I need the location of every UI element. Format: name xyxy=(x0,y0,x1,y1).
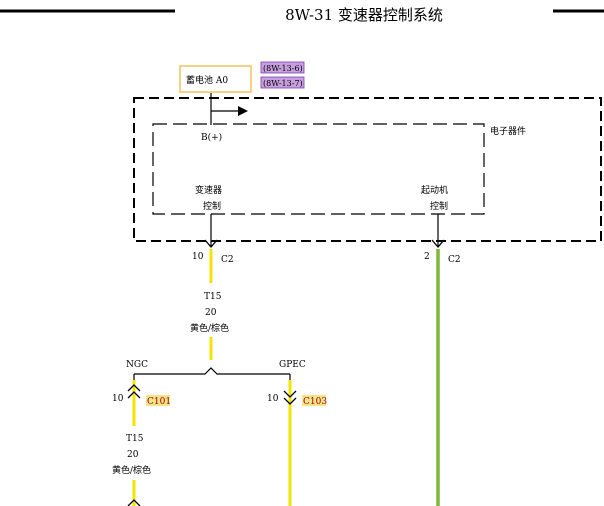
starter-control-label-1: 起动机 xyxy=(421,184,448,196)
pin-b-label: B(+) xyxy=(201,132,222,143)
lower-wire-color: 黄色/棕色 xyxy=(112,464,151,476)
c103-chevron-top-icon xyxy=(283,390,297,398)
ref-link-2-text: (8W-13-7) xyxy=(263,79,303,88)
starter-control-label-2: 控制 xyxy=(430,200,448,212)
c103-tag[interactable] xyxy=(302,395,326,406)
component-outer-border[interactable] xyxy=(133,97,602,242)
c101-label: C101 xyxy=(147,397,171,407)
c103-label: C103 xyxy=(303,397,327,407)
ref-link-1-text: (8W-13-6) xyxy=(263,64,303,73)
c2-right-label[interactable]: C2 xyxy=(448,255,461,265)
c2-right-chevron-icon xyxy=(431,239,445,248)
branch-left-label: NGC xyxy=(126,360,148,370)
battery-label: 蓄电池 A0 xyxy=(186,74,228,86)
c103-chevron-bottom-icon xyxy=(283,397,297,405)
wire-gauge: 20 xyxy=(205,308,217,318)
component-name: 电子器件 xyxy=(490,125,526,137)
c2-right-pin: 2 xyxy=(424,252,430,262)
wire-circuit: T15 xyxy=(204,292,222,302)
lower-chevron-icon xyxy=(127,499,141,506)
c101-chevron-bottom-icon xyxy=(127,391,141,399)
c2-left-pin: 10 xyxy=(192,252,204,262)
branch-right-label: GPEC xyxy=(279,360,306,370)
component-inner-border xyxy=(152,123,485,215)
c101-chevron-top-icon xyxy=(127,384,141,392)
c101-pin: 10 xyxy=(112,394,124,404)
lower-wire-gauge: 20 xyxy=(127,450,139,460)
trans-control-label-2: 控制 xyxy=(203,200,221,212)
lower-wire-circuit: T15 xyxy=(126,434,144,444)
branch-splice xyxy=(134,367,290,375)
c2-left-label[interactable]: C2 xyxy=(221,255,234,265)
c101-tag[interactable] xyxy=(146,395,170,406)
page-title: 8W-31 变速器控制系统 xyxy=(285,6,443,24)
battery-arrow-icon xyxy=(238,106,248,116)
wire-color: 黄色/棕色 xyxy=(190,322,229,334)
ref-link-2[interactable] xyxy=(260,76,305,89)
battery-box[interactable] xyxy=(179,65,252,93)
trans-control-label-1: 变速器 xyxy=(195,184,222,196)
c2-left-chevron-icon xyxy=(204,239,218,248)
c103-pin: 10 xyxy=(267,394,279,404)
ref-link-1[interactable] xyxy=(260,61,305,74)
